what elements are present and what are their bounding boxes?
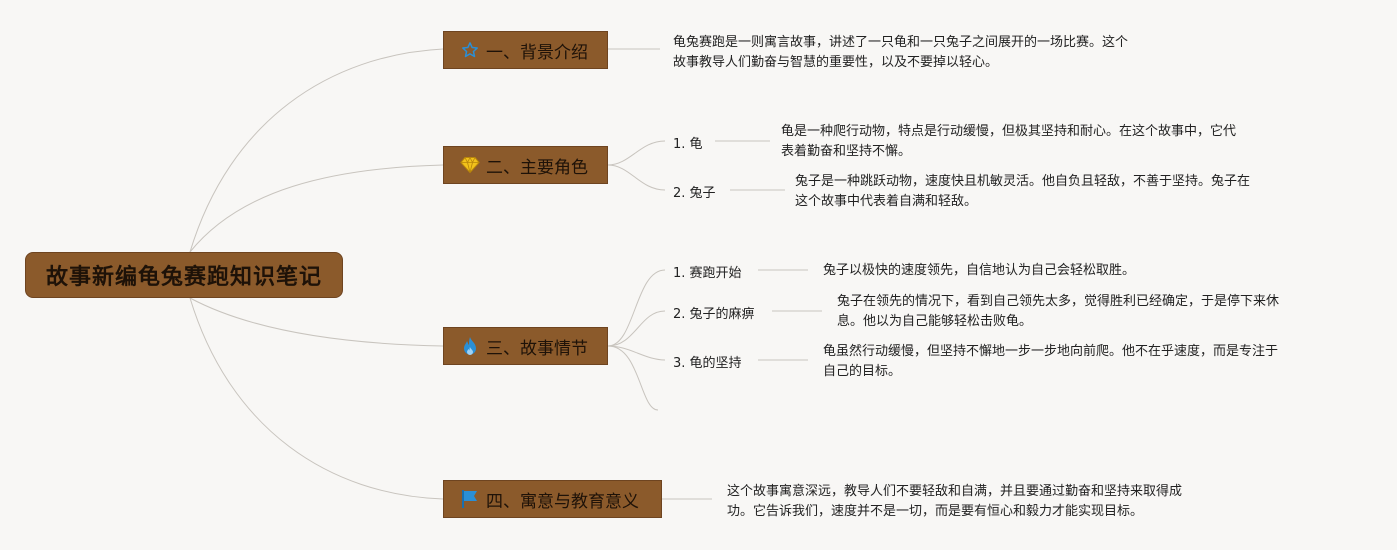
branch-label: 四、寓意与教育意义 [486, 491, 639, 512]
desc-line: 这个故事寓意深远，教导人们不要轻敌和自满，并且要通过勤奋和坚持来取得成 [727, 484, 1183, 499]
branch-background[interactable]: 一、背景介绍 [443, 31, 608, 69]
desc-line: 龟虽然行动缓慢，但坚持不懈地一步一步地向前爬。他不在乎速度，而是专注于 [823, 344, 1279, 359]
rabbit-description: 兔子是一种跳跃动物，速度快且机敏灵活。他自负且轻敌，不善于坚持。兔子在 这个故事… [795, 172, 1250, 212]
character-rabbit[interactable]: 2. 兔子 [673, 186, 716, 201]
plot-turtle-persistence[interactable]: 3. 龟的坚持 [673, 356, 742, 371]
race-start-description: 兔子以极快的速度领先，自信地认为自己会轻松取胜。 [823, 261, 1135, 281]
desc-line: 故事教导人们勤奋与智慧的重要性，以及不要掉以轻心。 [673, 55, 999, 70]
plot-race-start[interactable]: 1. 赛跑开始 [673, 266, 742, 281]
desc-line: 兔子是一种跳跃动物，速度快且机敏灵活。他自负且轻敌，不善于坚持。兔子在 [795, 174, 1251, 189]
desc-line: 这个故事中代表着自满和轻敌。 [795, 194, 978, 209]
branch-label: 一、背景介绍 [486, 42, 588, 63]
turtle-persistence-description: 龟虽然行动缓慢，但坚持不懈地一步一步地向前爬。他不在乎速度，而是专注于 自己的目… [823, 342, 1278, 382]
desc-line: 自己的目标。 [823, 364, 902, 379]
desc-line: 兔子以极快的速度领先，自信地认为自己会轻松取胜。 [823, 263, 1136, 278]
desc-line: 功。它告诉我们，速度并不是一切，而是要有恒心和毅力才能实现目标。 [727, 504, 1144, 519]
root-topic[interactable]: 故事新编龟兔赛跑知识笔记 [25, 252, 343, 298]
character-turtle[interactable]: 1. 龟 [673, 137, 703, 152]
branch-plot[interactable]: 三、故事情节 [443, 327, 608, 365]
turtle-description: 龟是一种爬行动物，特点是行动缓慢，但极其坚持和耐心。在这个故事中，它代 表着勤奋… [781, 122, 1236, 162]
rabbit-complacency-description: 兔子在领先的情况下，看到自己领先太多，觉得胜利已经确定，于是停下来休 息。他以为… [837, 292, 1279, 332]
branch-moral[interactable]: 四、寓意与教育意义 [443, 480, 662, 518]
star-outline-icon [460, 40, 480, 60]
branch-label: 二、主要角色 [486, 157, 588, 178]
desc-line: 表着勤奋和坚持不懈。 [781, 144, 912, 159]
flame-icon [460, 336, 480, 356]
flag-icon [460, 489, 480, 509]
desc-line: 息。他以为自己能够轻松击败龟。 [837, 314, 1033, 329]
moral-description: 这个故事寓意深远，教导人们不要轻敌和自满，并且要通过勤奋和坚持来取得成 功。它告… [727, 482, 1182, 522]
branch-label: 三、故事情节 [486, 338, 588, 359]
desc-line: 龟是一种爬行动物，特点是行动缓慢，但极其坚持和耐心。在这个故事中，它代 [781, 124, 1237, 139]
background-description: 龟兔赛跑是一则寓言故事，讲述了一只龟和一只兔子之间展开的一场比赛。这个 故事教导… [673, 33, 1128, 73]
branch-main-characters[interactable]: 二、主要角色 [443, 146, 608, 184]
desc-line: 兔子在领先的情况下，看到自己领先太多，觉得胜利已经确定，于是停下来休 [837, 294, 1280, 309]
desc-line: 龟兔赛跑是一则寓言故事，讲述了一只龟和一只兔子之间展开的一场比赛。这个 [673, 35, 1129, 50]
plot-rabbit-complacency[interactable]: 2. 兔子的麻痹 [673, 307, 755, 322]
root-title: 故事新编龟兔赛跑知识笔记 [45, 265, 322, 290]
diamond-icon [460, 155, 480, 175]
